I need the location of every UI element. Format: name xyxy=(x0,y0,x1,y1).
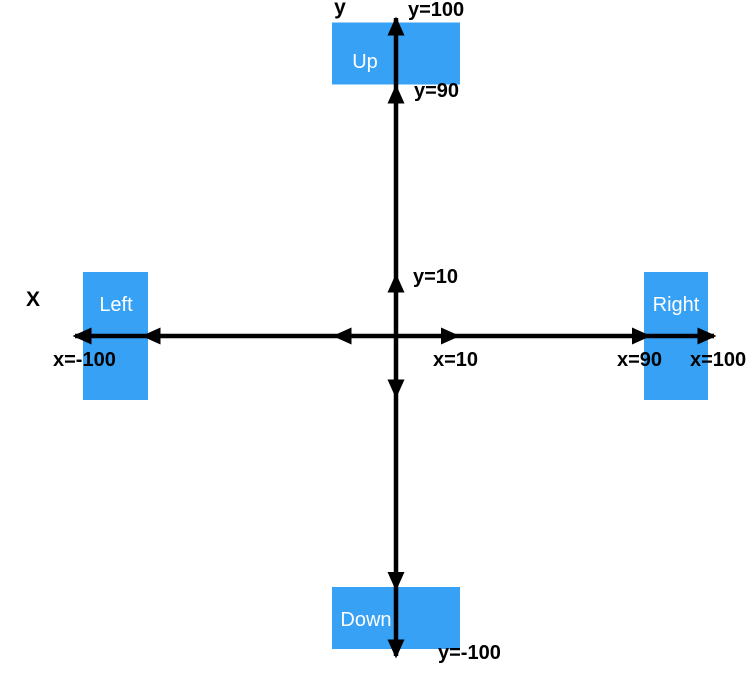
y-100-tick-label: y=100 xyxy=(408,0,464,21)
x-90-arrowhead xyxy=(632,327,651,345)
up-box-label: Up xyxy=(352,51,378,73)
x-10-arrowhead xyxy=(441,327,460,345)
y-neg10-arrowhead xyxy=(387,379,405,399)
x-90-tick-label: x=90 xyxy=(617,349,662,371)
y-10-tick-label: y=10 xyxy=(413,266,458,288)
right-box-label: Right xyxy=(653,294,700,316)
x-neg90-arrowhead xyxy=(141,327,161,345)
x-100-arrowhead xyxy=(697,327,717,345)
y-axis-name-label: y xyxy=(334,0,346,19)
x-neg100-tick-label: x=-100 xyxy=(53,349,116,371)
y-100-arrowhead xyxy=(387,16,405,36)
y-90-tick-label: y=90 xyxy=(414,80,459,102)
y-neg100-arrowhead xyxy=(387,639,405,659)
y-neg90-arrowhead xyxy=(387,572,405,591)
x-axis-name-label: X xyxy=(26,288,40,311)
y-neg100-tick-label: y=-100 xyxy=(438,642,501,664)
y-10-arrowhead xyxy=(387,273,405,293)
x-neg10-arrowhead xyxy=(332,327,352,345)
down-box-label: Down xyxy=(340,609,391,631)
y-90-arrowhead xyxy=(387,84,405,104)
x-100-tick-label: x=100 xyxy=(690,349,746,371)
x-10-tick-label: x=10 xyxy=(433,349,478,371)
left-box-label: Left xyxy=(99,294,133,316)
x-neg100-arrowhead xyxy=(72,327,92,345)
